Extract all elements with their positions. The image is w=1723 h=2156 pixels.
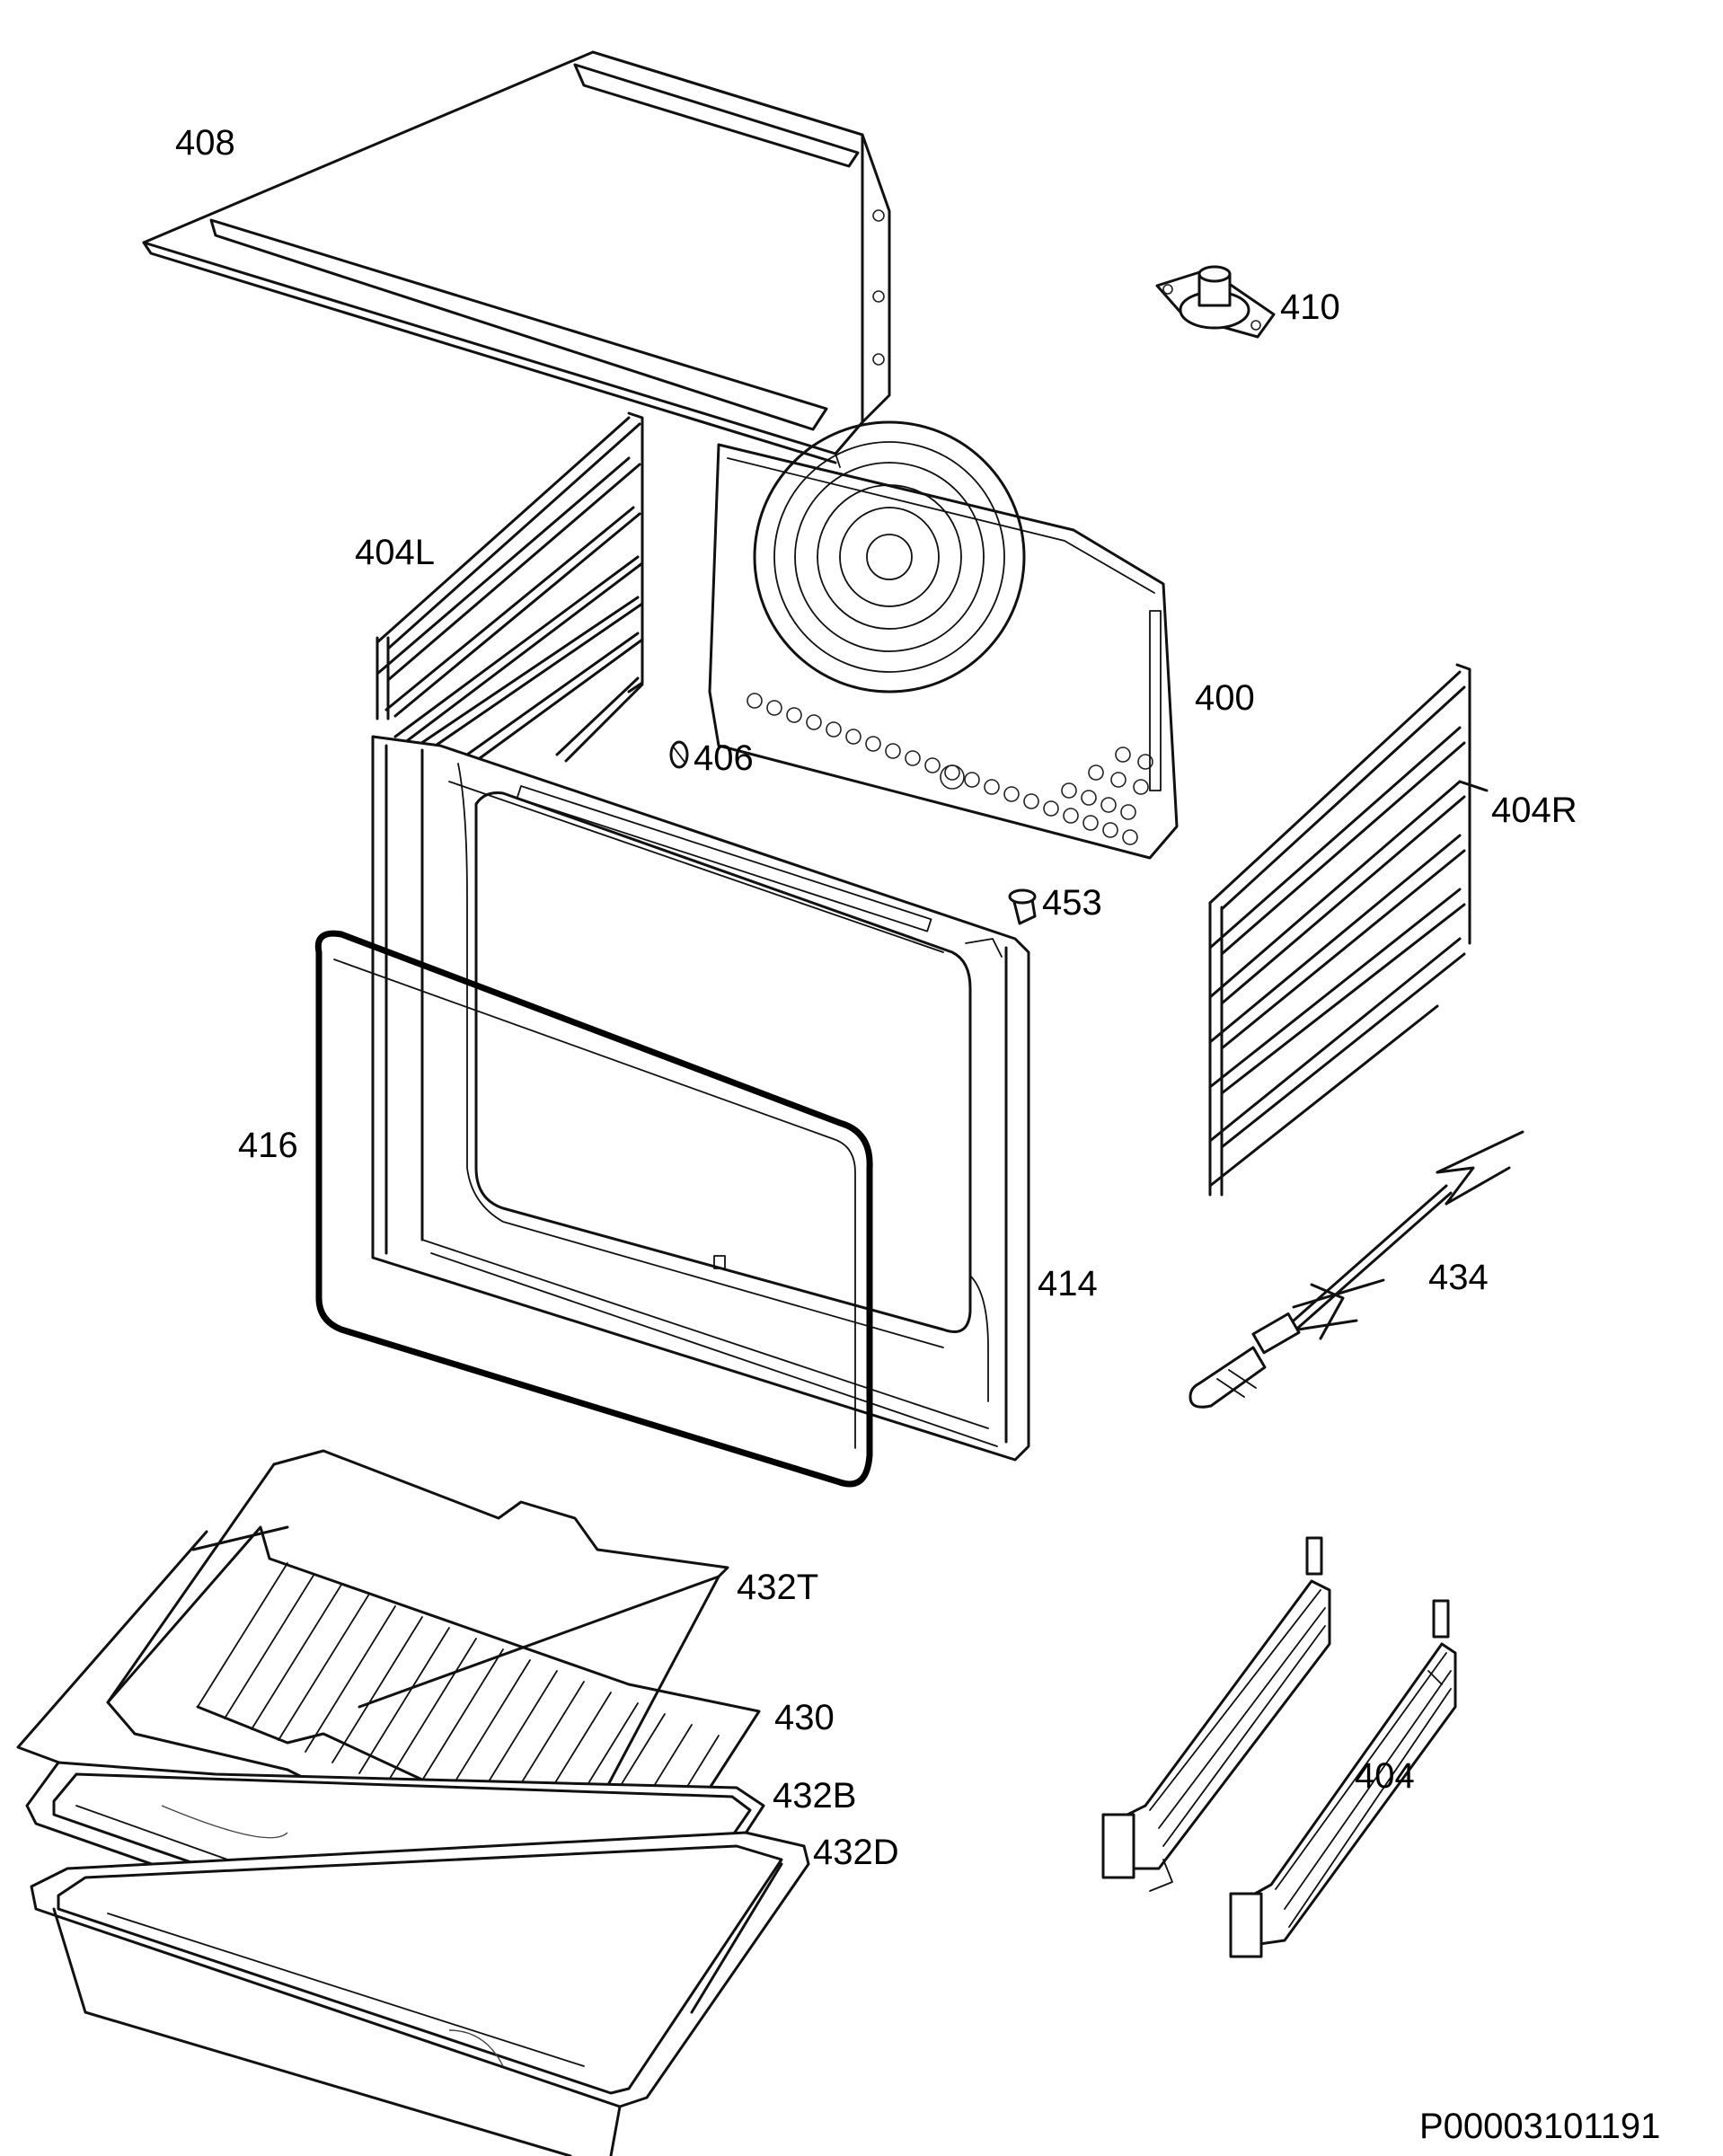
part-404R-right-shelf-support [1208,663,1489,1197]
part-414-front-frame [371,735,1030,1462]
part-410-motor-bushing [1155,265,1276,339]
part-400-rear-panel [708,420,1179,860]
diagram-reference-code: P00003101191 [1419,2107,1660,2146]
rear-panel-vent-holes [747,693,1153,845]
part-432D-deep-roasting-pan [30,1831,810,2156]
label-410: 410 [1280,287,1340,327]
label-404: 404 [1355,1756,1415,1796]
label-404R: 404R [1491,791,1577,830]
label-434: 434 [1428,1258,1489,1297]
label-416: 416 [238,1126,298,1165]
label-408: 408 [175,123,235,163]
part-404-telescopic-runners [1101,1536,1457,1958]
label-453: 453 [1042,883,1102,923]
part-406-clip [669,740,689,769]
part-434-rotisserie-spit [1188,1130,1524,1409]
label-432D: 432D [813,1833,899,1872]
label-406: 406 [694,738,754,778]
part-404L-left-shelf-support [376,411,644,763]
label-404L: 404L [355,533,435,572]
label-432B: 432B [773,1776,856,1816]
part-408-top-cover [142,50,891,468]
label-400: 400 [1195,678,1255,718]
label-414: 414 [1038,1264,1098,1303]
part-432T-wire-rack [106,1449,729,1798]
label-432T: 432T [737,1568,818,1607]
part-416-door-gasket [314,930,873,1488]
label-430: 430 [774,1698,835,1737]
part-453-plug [1008,888,1037,925]
